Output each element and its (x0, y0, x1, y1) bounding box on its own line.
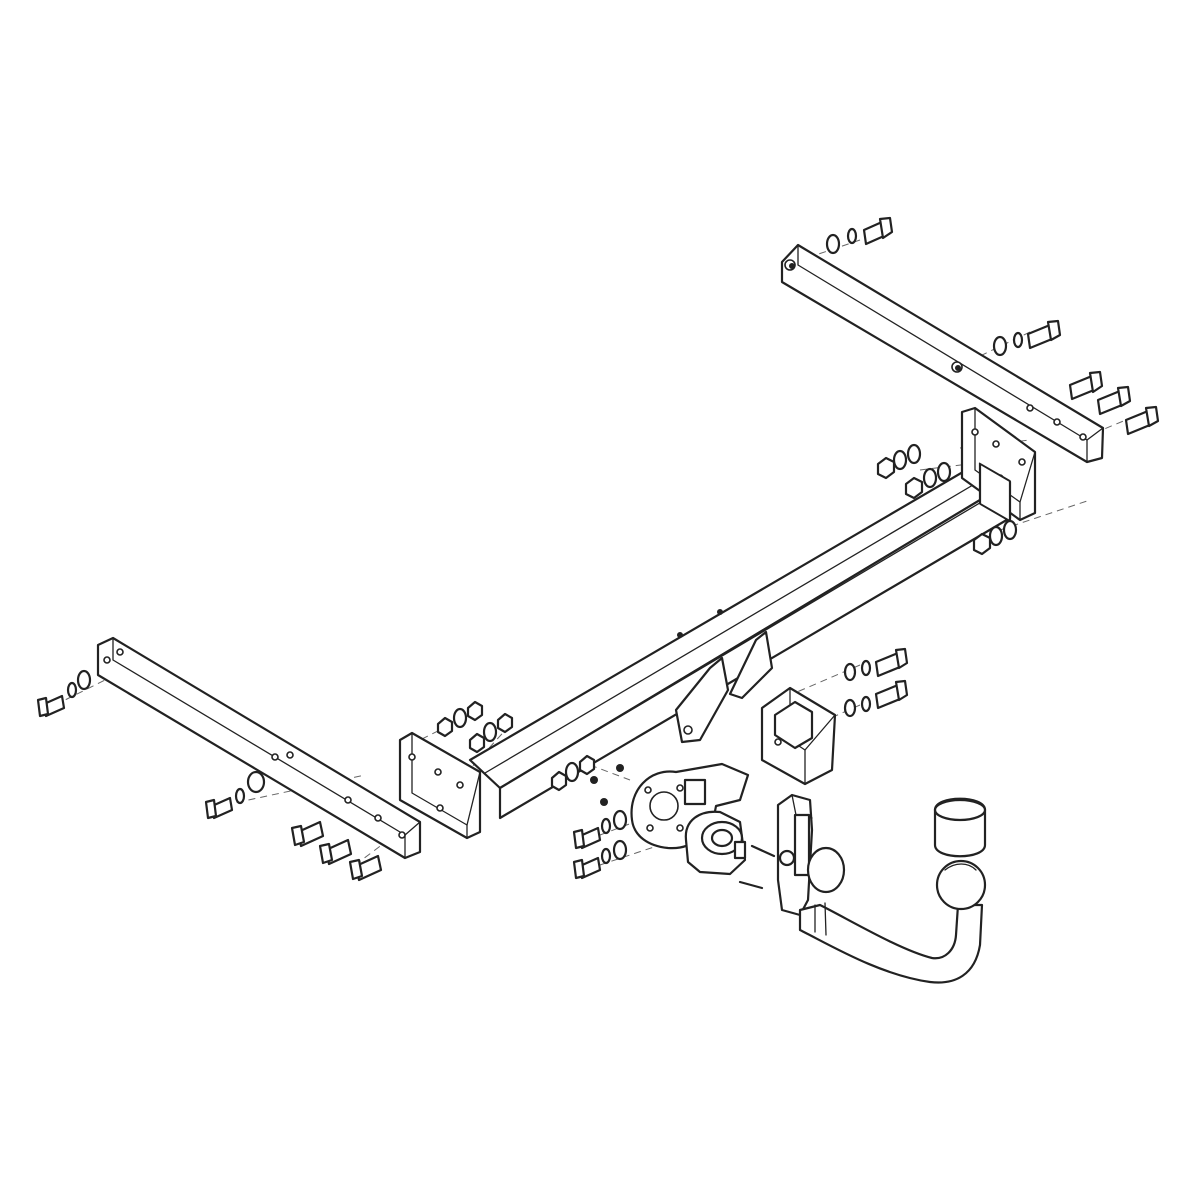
tow-ball-neck (798, 902, 984, 984)
electrical-socket (684, 810, 747, 876)
tow-ball (935, 859, 987, 911)
tow-ball-cap (933, 797, 987, 858)
tow-ball-receiver (776, 793, 846, 917)
left-end-plate (398, 731, 482, 840)
socket-mounting-plate (630, 762, 750, 850)
cross-beam (468, 460, 1012, 820)
right-end-plate (960, 406, 1037, 523)
right-side-bracket (780, 243, 1105, 464)
bolts-washers-nuts (36, 216, 1160, 890)
beam-hanger-brackets (674, 630, 774, 744)
left-side-bracket (96, 636, 422, 860)
receiver-bracket (760, 686, 837, 786)
